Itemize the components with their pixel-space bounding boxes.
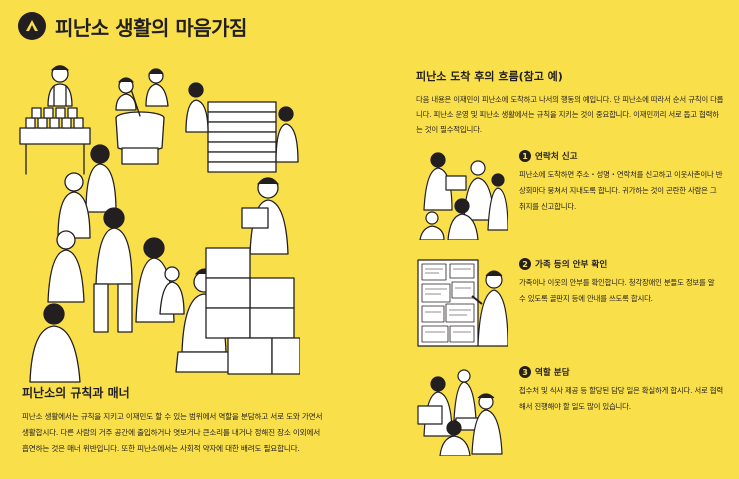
rules-paragraph: 피난소 생활에서는 규칙을 지키고 이재민도 할 수 있는 범위에서 역할을 분… [22,412,323,453]
step-number: 2 [519,258,531,270]
step-description: 피난소에 도착하면 주소・성명・연락처를 신고하고 이웃사촌이나 반상회마다 뭉… [519,170,723,211]
step-contact-report: 1 연락처 신고 피난소에 도착하면 주소・성명・연락처를 신고하고 이웃사촌이… [416,150,724,242]
step-title: 가족 등의 안부 확인 [535,260,608,270]
role-sharing-illustration [416,366,508,457]
step-description: 접수처 및 식사 제공 등 할당된 담당 일은 확실하게 합시다. 서로 협력해… [519,386,723,411]
rules-heading: 피난소의 규칙과 매너 [22,386,130,400]
flow-section: 피난소 도착 후의 흐름(참고 예) 다음 내용은 이재민이 피난소에 도착하고… [416,68,724,137]
flow-heading: 피난소 도착 후의 흐름(참고 예) [416,70,563,83]
step-safety-check: 2 가족 등의 안부 확인 가족이나 이웃의 안부를 확인합니다. 청각장애인 … [416,258,724,350]
rules-section: 피난소의 규칙과 매너 피난소 생활에서는 규칙을 지키고 이재민도 할 수 있… [22,384,328,457]
step-number: 1 [519,150,531,162]
step-role-sharing: 3 역할 분담 접수처 및 식사 제공 등 할당된 담당 일은 확실하게 합시다… [416,366,724,458]
tent-icon [18,12,46,40]
step-title: 연락처 신고 [535,152,578,162]
evacuation-shelter-illustration [18,62,301,384]
flow-paragraph: 다음 내용은 이재민이 피난소에 도착하고 나서의 행동의 예입니다. 단 피난… [416,95,724,134]
page-title: 피난소 생활의 마음가짐 [55,15,247,40]
page-header: 피난소 생활의 마음가짐 [18,10,247,42]
step-number: 3 [519,366,531,378]
message-board-illustration [416,258,509,348]
registration-illustration [416,150,509,241]
step-description: 가족이나 이웃의 안부를 확인합니다. 청각장애인 분들도 정보를 알 수 있도… [519,278,715,303]
step-title: 역할 분담 [535,368,570,378]
